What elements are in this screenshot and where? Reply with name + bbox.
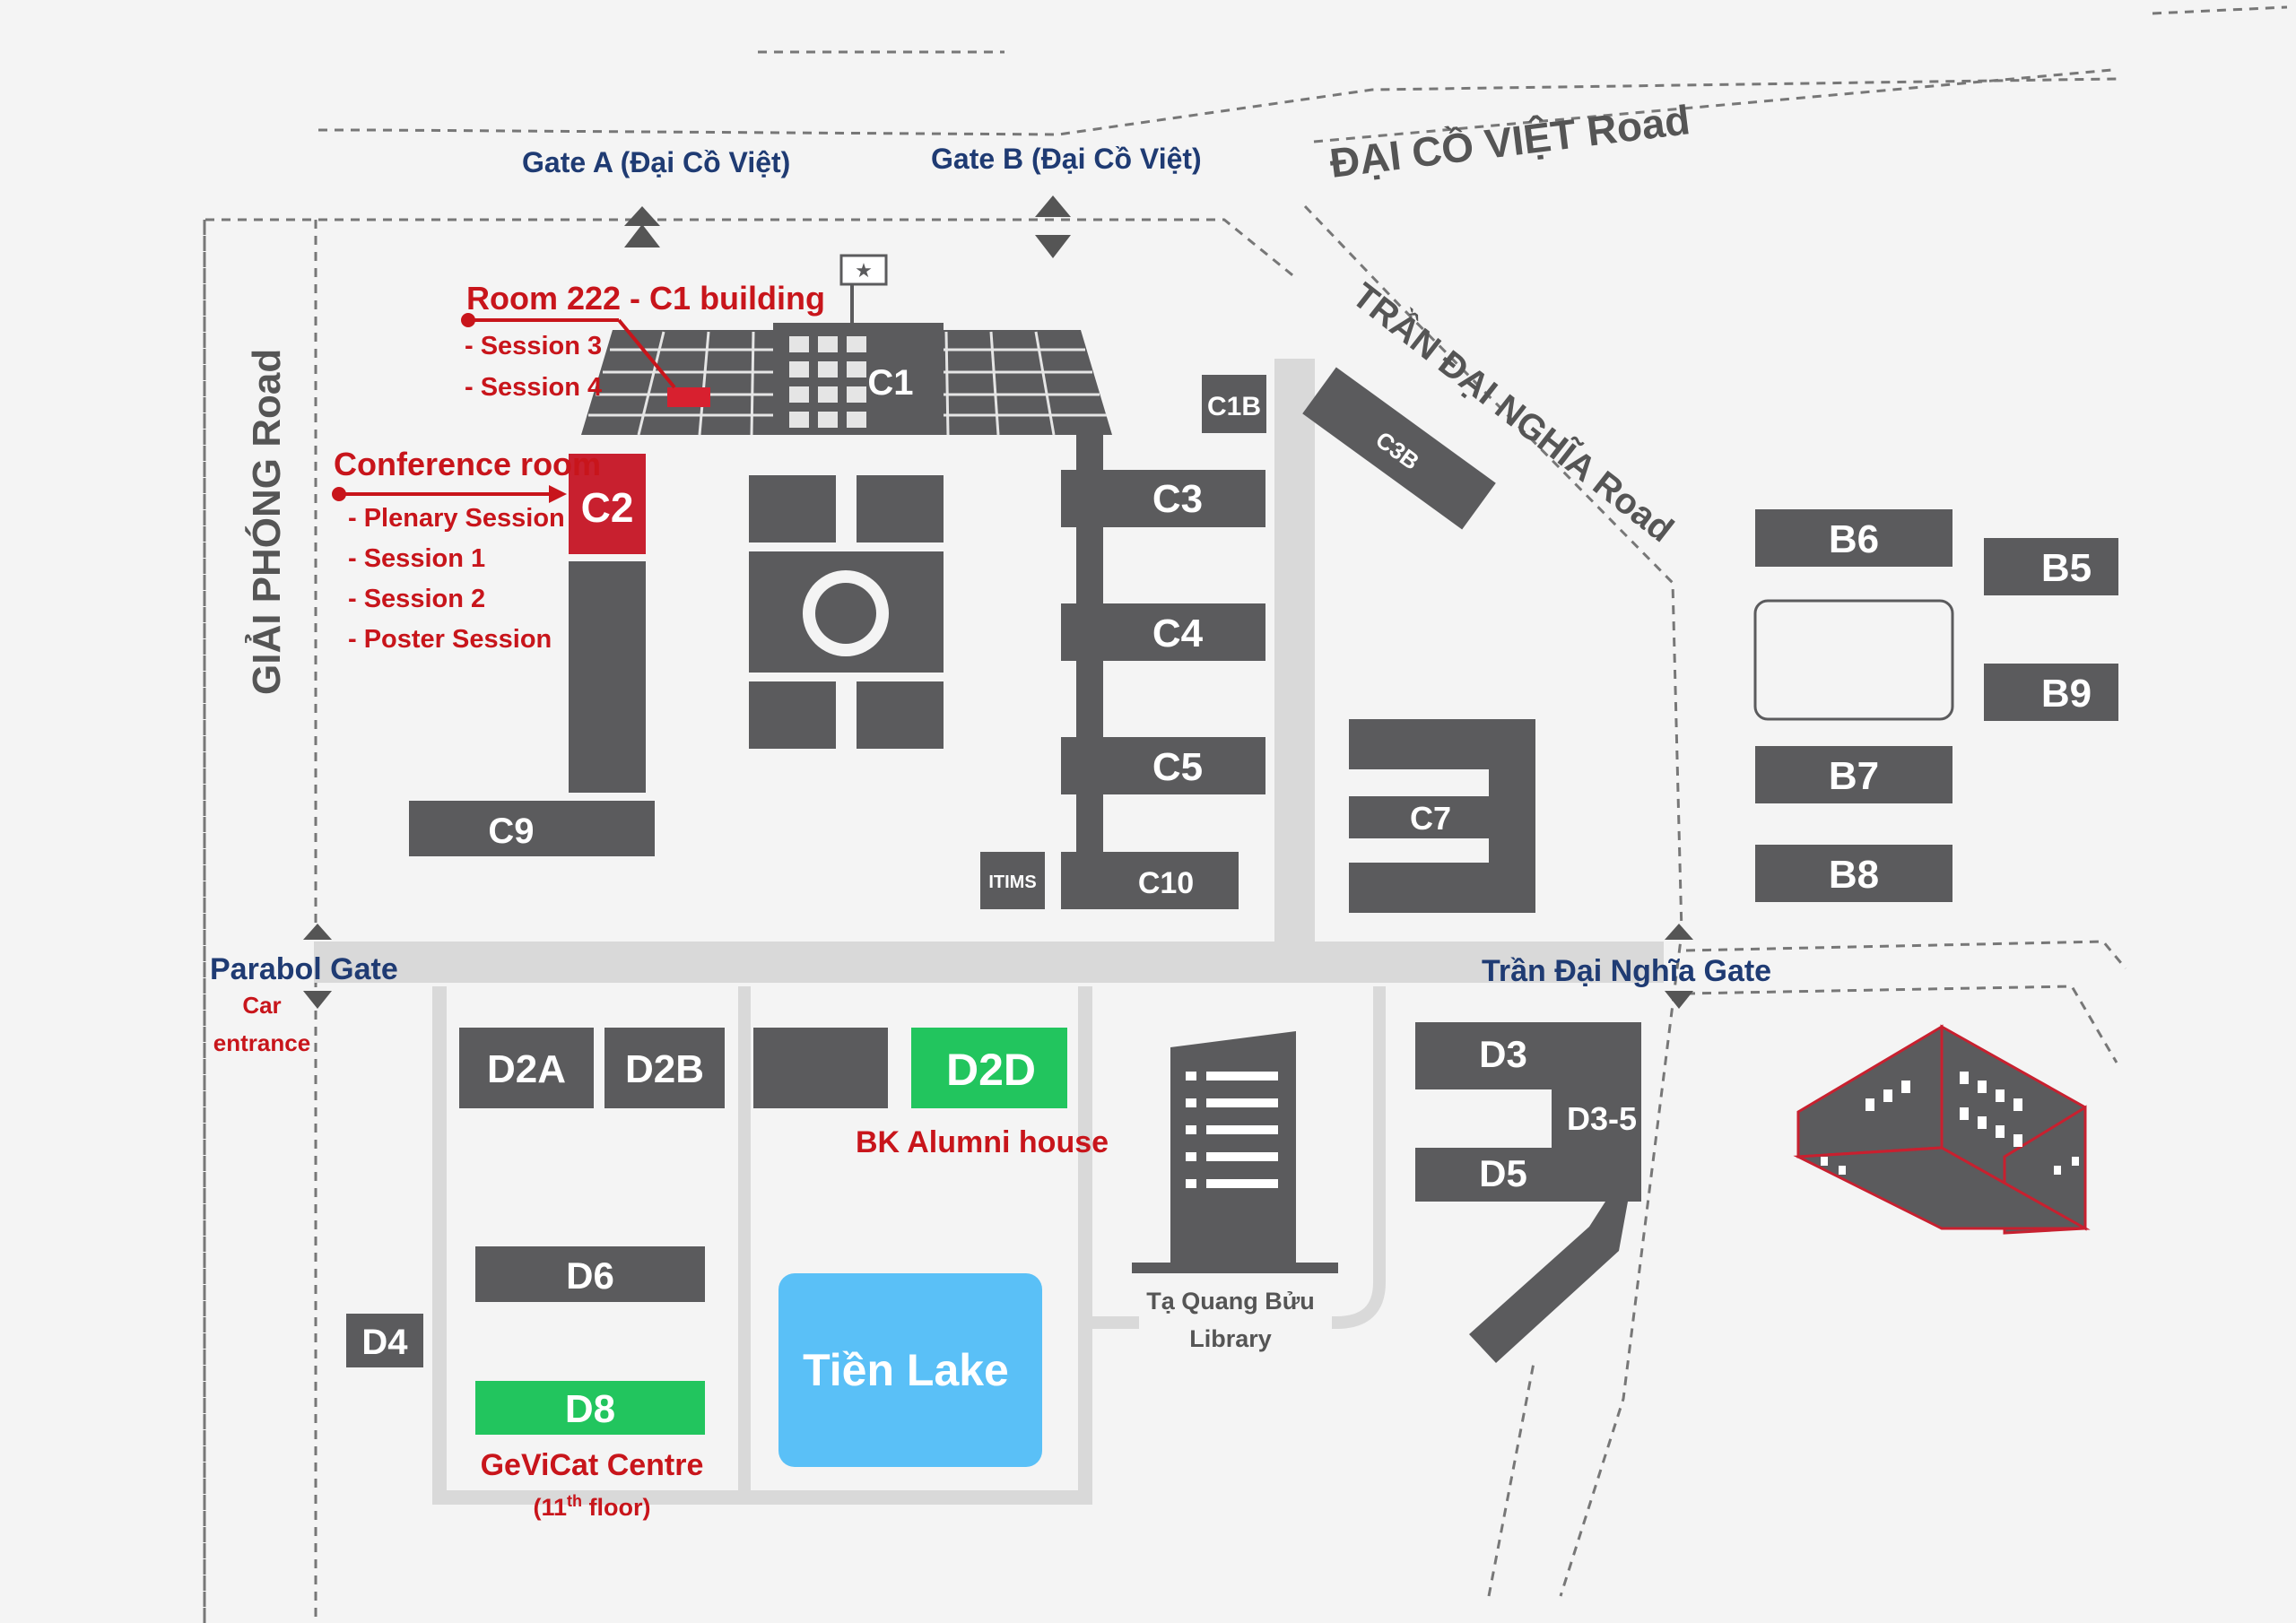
library-label-2: Library bbox=[1189, 1325, 1272, 1352]
gate-a-label: Gate A (Đại Cồ Việt) bbox=[522, 146, 790, 178]
building-c3[interactable]: C3 bbox=[1061, 470, 1265, 527]
flag-icon bbox=[839, 254, 888, 286]
star-icon: ★ bbox=[855, 259, 873, 282]
building-icon bbox=[1793, 1024, 2091, 1235]
building-c9[interactable]: C9 bbox=[409, 801, 655, 856]
building-d2d[interactable]: D2D bbox=[911, 1028, 1067, 1108]
building-c3b[interactable]: C3B bbox=[1302, 367, 1496, 530]
building-b8[interactable]: B8 bbox=[1755, 845, 1952, 902]
room-222-title: Room 222 - C1 building bbox=[466, 280, 825, 317]
gevicat-floor-label: (11th floor) bbox=[533, 1492, 650, 1521]
building-c2-wing[interactable] bbox=[569, 561, 646, 793]
label-c1b: C1B bbox=[1207, 392, 1261, 421]
building-c1[interactable]: ★ C1 bbox=[581, 254, 1112, 436]
label-d2a: D2A bbox=[487, 1047, 566, 1091]
conference-item-2: - Session 1 bbox=[348, 544, 485, 573]
road-label-dai-co-viet: ĐẠI CỒ VIỆT Road bbox=[1327, 96, 1692, 187]
building-d2a[interactable]: D2A bbox=[459, 1028, 594, 1108]
building-d8[interactable]: D8 bbox=[475, 1381, 705, 1435]
label-d2b: D2B bbox=[625, 1047, 704, 1091]
building-itims[interactable]: ITIMS bbox=[980, 852, 1045, 909]
label-c4: C4 bbox=[1152, 612, 1204, 655]
label-d2d: D2D bbox=[946, 1045, 1036, 1095]
building-d6[interactable]: D6 bbox=[475, 1246, 705, 1302]
conference-item-1: - Plenary Session bbox=[348, 504, 565, 533]
label-c2: C2 bbox=[581, 484, 634, 531]
building-c5[interactable]: C5 bbox=[1061, 737, 1265, 794]
label-c9: C9 bbox=[488, 812, 534, 851]
parabol-gate-label: Parabol Gate bbox=[210, 952, 398, 986]
label-b9: B9 bbox=[2041, 672, 2092, 716]
central-plaza bbox=[749, 475, 944, 749]
label-d3: D3 bbox=[1479, 1033, 1527, 1075]
annotation-arrows bbox=[332, 313, 676, 503]
building-d2b[interactable]: D2B bbox=[604, 1028, 725, 1108]
label-d5: D5 bbox=[1479, 1152, 1527, 1194]
gevicat-label: GeViCat Centre bbox=[481, 1448, 704, 1482]
label-c10: C10 bbox=[1138, 866, 1194, 900]
label-c7: C7 bbox=[1410, 800, 1451, 837]
label-c3: C3 bbox=[1152, 477, 1203, 521]
gate-b-label: Gate B (Đại Cồ Việt) bbox=[931, 143, 1202, 175]
label-b6: B6 bbox=[1829, 517, 1879, 561]
label-d4: D4 bbox=[361, 1323, 408, 1362]
label-c1: C1 bbox=[867, 363, 913, 403]
bk-alumni-label: BK Alumni house bbox=[856, 1125, 1109, 1159]
internal-roads bbox=[314, 359, 1664, 1505]
building-c10[interactable]: C10 bbox=[1061, 852, 1239, 909]
building-unlabeled[interactable] bbox=[753, 1028, 888, 1108]
library-label-1: Tạ Quang Bửu bbox=[1146, 1288, 1315, 1315]
conference-item-4: - Poster Session bbox=[348, 625, 552, 654]
label-d3-5: D3-5 bbox=[1567, 1100, 1637, 1137]
building-c2[interactable]: C2 bbox=[569, 454, 646, 554]
sports-field bbox=[1753, 599, 1954, 721]
label-d6: D6 bbox=[566, 1254, 614, 1297]
conference-item-3: - Session 2 bbox=[348, 585, 485, 613]
label-lake: Tiền Lake bbox=[803, 1345, 1009, 1395]
label-b5: B5 bbox=[2041, 546, 2092, 590]
lake: Tiền Lake bbox=[778, 1273, 1042, 1467]
building-c7[interactable]: C7 bbox=[1349, 719, 1535, 913]
building-c4[interactable]: C4 bbox=[1061, 603, 1265, 661]
label-c5: C5 bbox=[1152, 745, 1203, 789]
building-d3-5[interactable]: D3 D5 D3-5 bbox=[1415, 1022, 1641, 1363]
room-222-item-2: - Session 4 bbox=[465, 373, 602, 402]
building-b9[interactable]: B9 bbox=[1984, 664, 2118, 721]
car-entrance-label-2: entrance bbox=[213, 1029, 310, 1056]
label-b8: B8 bbox=[1829, 853, 1879, 897]
label-itims: ITIMS bbox=[988, 872, 1036, 892]
conference-title: Conference room bbox=[334, 446, 601, 482]
label-d8: D8 bbox=[565, 1387, 615, 1431]
label-b7: B7 bbox=[1829, 754, 1879, 798]
library-building[interactable] bbox=[1132, 1031, 1338, 1273]
room-222-item-1: - Session 3 bbox=[465, 332, 602, 360]
car-entrance-label-1: Car bbox=[242, 992, 281, 1019]
room-222-marker bbox=[667, 387, 710, 407]
building-b6[interactable]: B6 bbox=[1755, 509, 1952, 567]
building-b5[interactable]: B5 bbox=[1984, 538, 2118, 595]
building-b7[interactable]: B7 bbox=[1755, 746, 1952, 803]
building-d4[interactable]: D4 bbox=[346, 1314, 423, 1367]
gate-markers bbox=[303, 195, 1693, 1009]
road-label-giai-phong: GIẢI PHÓNG Road bbox=[244, 349, 289, 695]
tran-dai-nghia-gate-label: Trần Đại Nghĩa Gate bbox=[1482, 954, 1771, 988]
building-c1b[interactable]: C1B bbox=[1202, 375, 1266, 433]
